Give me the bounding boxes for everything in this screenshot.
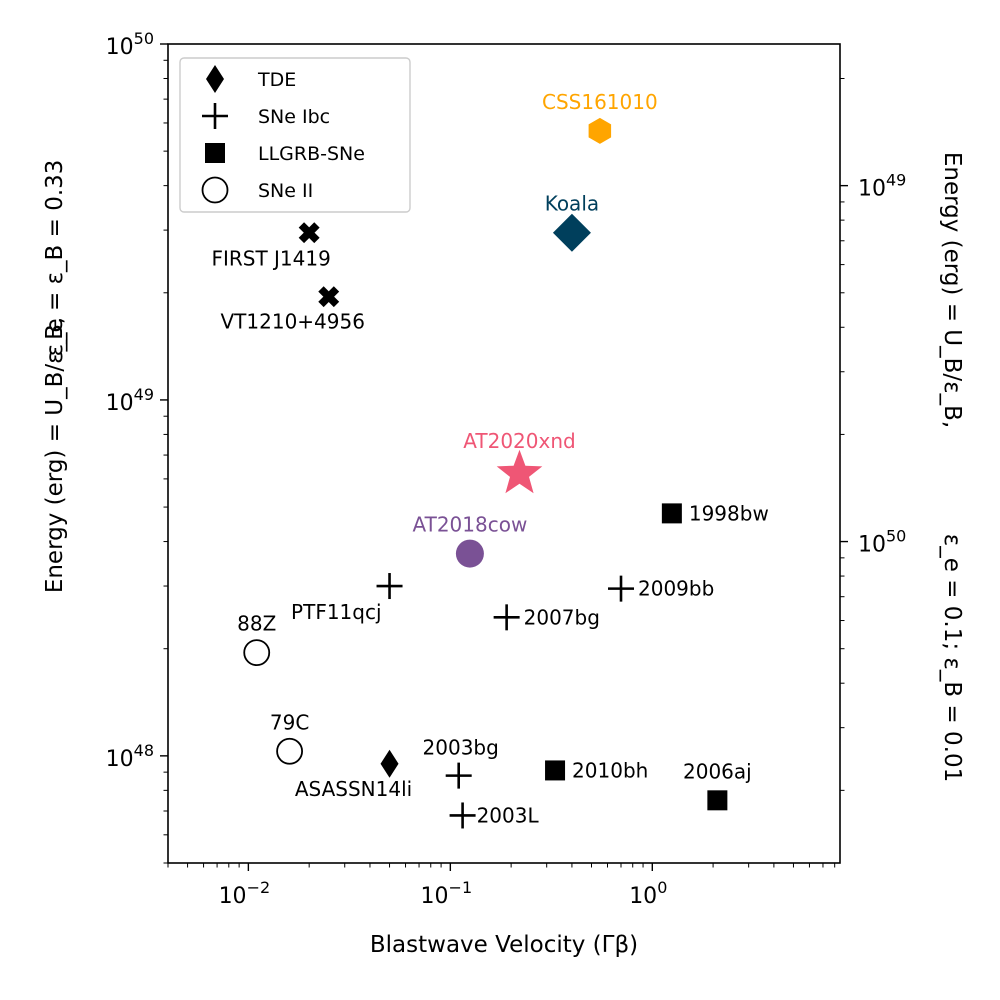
point-label-vt1210-4956: VT1210+4956 xyxy=(221,310,365,334)
legend-marker-llgrb-sne xyxy=(205,143,225,163)
point-label-2006aj: 2006aj xyxy=(683,759,752,783)
point-vt1210-4956 xyxy=(318,286,340,308)
point-2003l xyxy=(449,802,476,829)
x-tick-label: 10−1 xyxy=(421,878,473,909)
legend-label-sne-ii: SNe II xyxy=(258,180,313,202)
y-axis-title-right-line1: Energy (erg) = U_B/ε_B, xyxy=(939,152,965,428)
y-axis-title-right-eps: ε_e = 0.1; ε_B = 0.01 xyxy=(939,534,965,782)
x-axis-title: Blastwave Velocity (Γβ) xyxy=(370,932,638,958)
point-label-css161010: CSS161010 xyxy=(542,90,658,114)
y-left-tick-label: 1048 xyxy=(106,741,154,772)
point-label-1998bw: 1998bw xyxy=(689,501,769,525)
point-1998bw xyxy=(661,503,682,524)
y-axis-title-right-2: ε_e = 0.1; ε_B = 0.01 xyxy=(939,534,965,782)
point-2009bb xyxy=(608,575,635,602)
point-label-2007bg: 2007bg xyxy=(524,605,600,629)
point-2003bg xyxy=(445,762,472,789)
point-2006aj xyxy=(707,790,728,811)
y-axis-title-right: Energy (erg) = U_B/ε_B, xyxy=(939,152,965,428)
plot-frame xyxy=(167,43,841,864)
point-label-2010bh: 2010bh xyxy=(572,758,648,782)
legend-marker-tde xyxy=(206,65,224,93)
point-label-asassn14li: ASASSN14li xyxy=(295,777,412,801)
point-label-88z: 88Z xyxy=(237,612,276,636)
point-88z xyxy=(243,639,271,667)
y-left-tick-label: 1050 xyxy=(106,29,154,60)
y-left-tick-label: 1049 xyxy=(106,385,154,416)
y-right-tick-label: 1050 xyxy=(858,527,906,558)
legend-marker-sne-ibc xyxy=(202,103,228,129)
ticks-layer: 10−2 10−1 100 1048 1049 1050 1050 1049 xyxy=(106,29,907,909)
legend-label-llgrb-sne: LLGRB-SNe xyxy=(258,143,365,165)
y-right-tick-label: 1049 xyxy=(858,171,906,202)
y-axis-title-left-eps: ε_e = ε_B = 0.33 xyxy=(42,160,68,357)
point-2007bg xyxy=(493,604,520,631)
point-asassn14li xyxy=(380,749,399,778)
y-axis-title-left-2: ε_e = ε_B = 0.33 xyxy=(42,160,68,357)
point-css161010 xyxy=(588,117,612,144)
point-2010bh xyxy=(545,760,566,781)
point-at2018cow xyxy=(455,539,484,568)
point-label-ptf11qcj: PTF11qcj xyxy=(291,600,381,624)
point-at2020xnd xyxy=(496,449,543,494)
point-first-j1419 xyxy=(298,222,320,244)
point-label-2003l: 2003L xyxy=(477,803,540,827)
point-label-koala: Koala xyxy=(545,192,599,216)
x-tick-label: 10−2 xyxy=(219,878,271,909)
legend-label-tde: TDE xyxy=(257,69,296,91)
point-label-first-j1419: FIRST J1419 xyxy=(211,247,330,271)
point-label-79c: 79C xyxy=(270,710,309,734)
legend-marker-sne-ii xyxy=(201,176,229,204)
legend-box xyxy=(179,57,411,213)
point-79c xyxy=(276,737,303,765)
y-axis-title-left-line1: Energy (erg) = U_B/ε_B, xyxy=(42,317,68,593)
point-koala xyxy=(552,213,591,252)
point-label-at2020xnd: AT2020xnd xyxy=(463,429,575,453)
point-label-2003bg: 2003bg xyxy=(423,736,499,760)
point-label-2009bb: 2009bb xyxy=(638,577,714,601)
point-label-at2018cow: AT2018cow xyxy=(412,513,527,537)
legend-label-sne-ibc: SNe Ibc xyxy=(258,106,330,128)
y-axis-title-left: Energy (erg) = U_B/ε_B, ε_e = ε_B = 0.33 xyxy=(42,317,68,593)
x-tick-label: 100 xyxy=(629,878,667,909)
point-ptf11qcj xyxy=(376,573,403,600)
